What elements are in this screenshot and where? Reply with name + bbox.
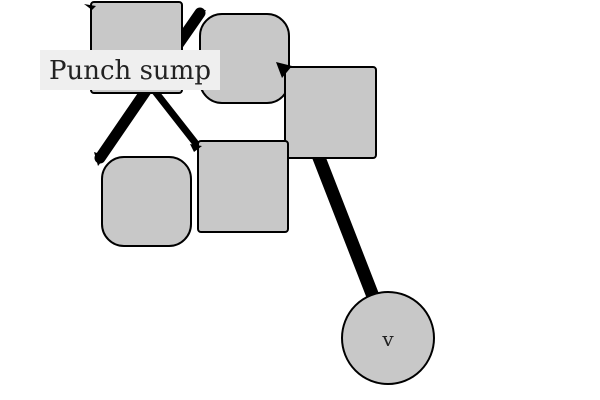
caption-label: Punch sump — [49, 56, 211, 86]
edge-top-left-to-bottom-left — [94, 79, 156, 164]
caption-background — [40, 50, 220, 90]
arrow-marker-bottom-middle — [190, 144, 202, 152]
node-label-v: v — [381, 327, 394, 351]
arrow-marker-top-left — [84, 4, 96, 10]
node-bottom-middle — [197, 140, 289, 233]
node-circle-v — [341, 291, 435, 385]
node-right — [284, 66, 377, 159]
edge-right-to-circle — [309, 143, 383, 311]
node-bottom-left — [101, 156, 192, 247]
arrow-marker-right — [276, 62, 292, 78]
arrow-marker-top-middle — [194, 10, 206, 20]
arrow-marker-bottom-left — [94, 152, 106, 166]
edge-top-left-to-bottom-mid — [146, 81, 201, 149]
